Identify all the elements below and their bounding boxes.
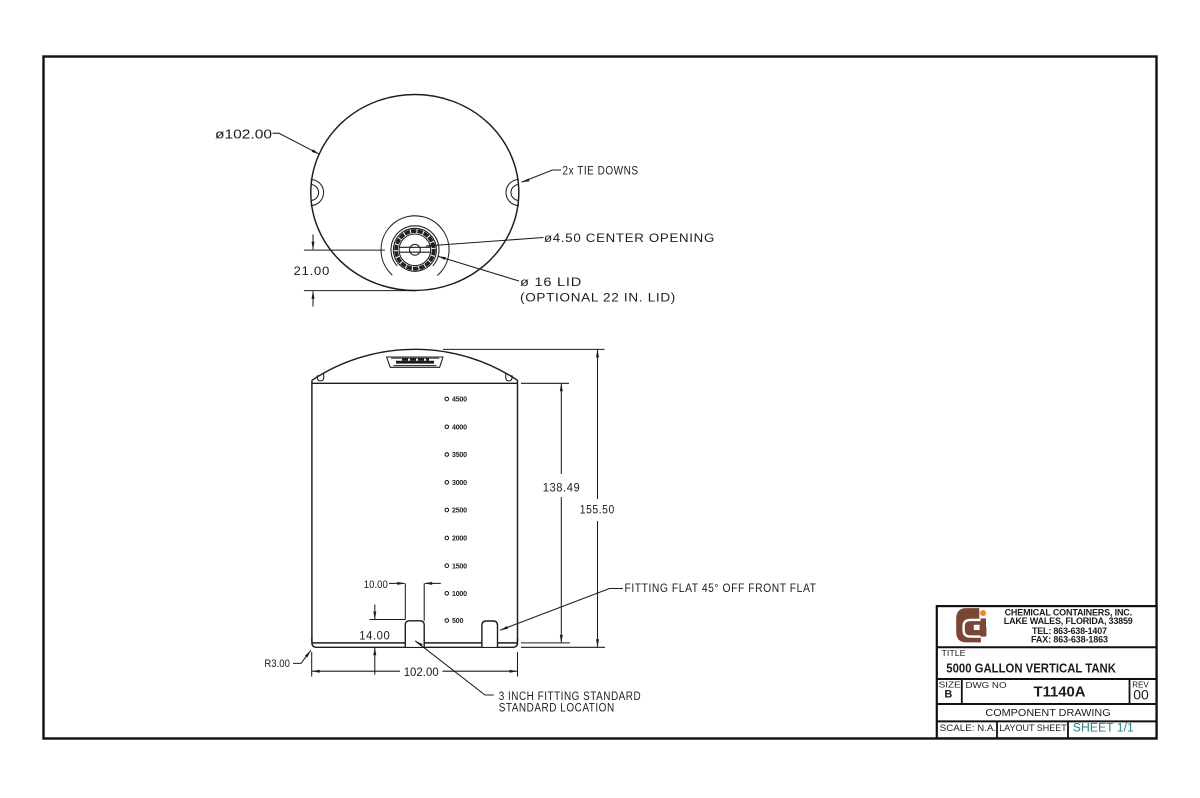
svg-text:T1140A: T1140A [1034, 684, 1086, 701]
svg-text:STANDARD LOCATION: STANDARD LOCATION [499, 703, 615, 715]
svg-text:3000: 3000 [452, 480, 467, 487]
svg-text:TEL: 863-638-1407: TEL: 863-638-1407 [1032, 626, 1107, 636]
svg-text:155.50: 155.50 [580, 505, 615, 517]
svg-text:LAYOUT SHEET: LAYOUT SHEET [999, 723, 1067, 734]
svg-text:500: 500 [452, 618, 464, 625]
svg-text:4000: 4000 [452, 424, 467, 431]
svg-text:ø 16 LID: ø 16 LID [520, 277, 582, 289]
svg-text:3500: 3500 [452, 452, 467, 459]
svg-text:TITLE: TITLE [942, 648, 966, 658]
svg-text:5000 GALLON VERTICAL TANK: 5000 GALLON VERTICAL TANK [946, 661, 1116, 675]
svg-text:10.00: 10.00 [364, 579, 388, 591]
svg-text:14.00: 14.00 [359, 630, 390, 642]
svg-text:(OPTIONAL 22 IN. LID): (OPTIONAL 22 IN. LID) [520, 293, 676, 305]
svg-text:R3.00: R3.00 [264, 658, 290, 670]
svg-text:LAKE WALES, FLORIDA, 33859: LAKE WALES, FLORIDA, 33859 [1004, 616, 1133, 626]
svg-text:B: B [944, 689, 952, 701]
svg-text:FITTING FLAT 45° OFF FRONT FLA: FITTING FLAT 45° OFF FRONT FLAT [625, 583, 817, 595]
svg-text:SHEET 1/1: SHEET 1/1 [1073, 723, 1134, 735]
svg-text:00: 00 [1133, 686, 1149, 702]
svg-text:DWG NO: DWG NO [966, 680, 1007, 690]
svg-text:3 INCH FITTING STANDARD: 3 INCH FITTING STANDARD [499, 691, 642, 703]
svg-text:ø4.50 CENTER OPENING: ø4.50 CENTER OPENING [544, 233, 715, 245]
svg-text:FAX: 863-638-1863: FAX: 863-638-1863 [1031, 635, 1108, 645]
svg-text:2500: 2500 [452, 508, 467, 515]
svg-text:102.00: 102.00 [404, 665, 439, 679]
svg-text:COMPONENT DRAWING: COMPONENT DRAWING [985, 707, 1110, 719]
svg-text:1000: 1000 [452, 591, 467, 598]
svg-text:CHEMICAL CONTAINERS, INC.: CHEMICAL CONTAINERS, INC. [1005, 607, 1133, 617]
svg-text:2000: 2000 [452, 536, 467, 543]
svg-text:4500: 4500 [452, 397, 467, 404]
svg-text:21.00: 21.00 [294, 266, 331, 278]
svg-text:1500: 1500 [452, 563, 467, 570]
svg-text:SIZE: SIZE [939, 680, 961, 690]
svg-text:2x TIE DOWNS: 2x TIE DOWNS [563, 166, 639, 178]
svg-text:SCALE: N.A.: SCALE: N.A. [940, 723, 997, 734]
svg-text:ø102.00: ø102.00 [215, 128, 272, 142]
svg-text:138.49: 138.49 [543, 483, 581, 495]
svg-text:REV: REV [1132, 680, 1149, 690]
